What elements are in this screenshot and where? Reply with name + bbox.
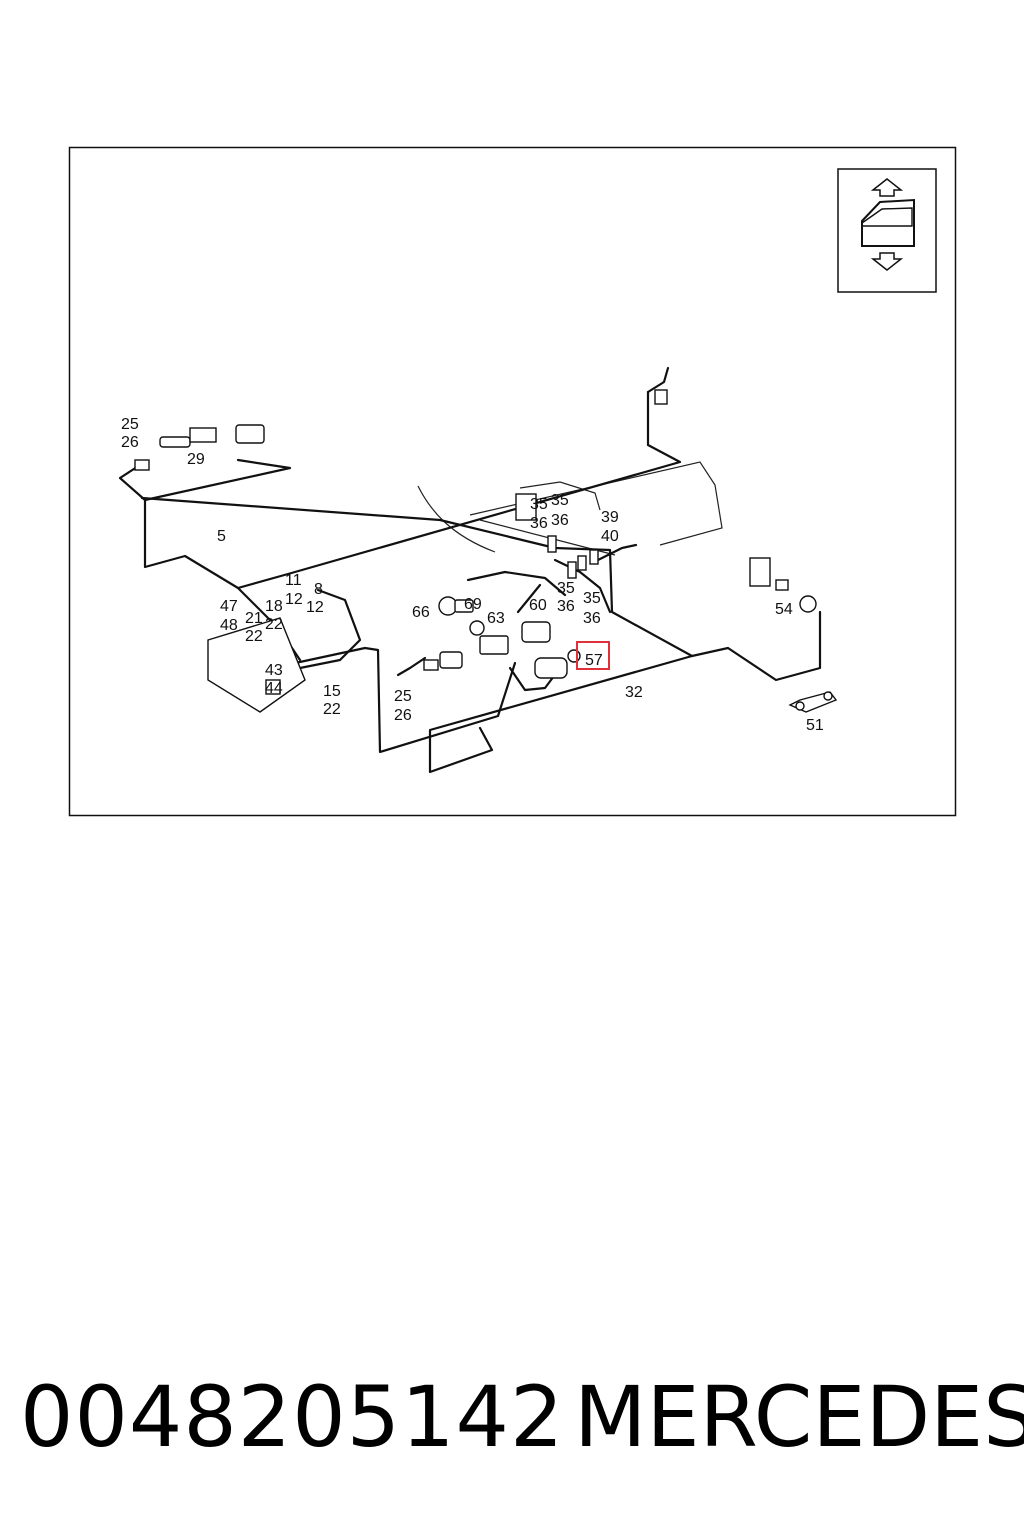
callout-25: 25	[394, 688, 412, 705]
callout-12: 12	[285, 591, 303, 608]
callout-35: 35	[557, 580, 575, 597]
callout-39: 39	[601, 509, 619, 526]
callout-69: 69	[464, 596, 482, 613]
callout-29: 29	[187, 451, 205, 468]
callout-26: 26	[121, 434, 139, 451]
callout-12: 12	[306, 599, 324, 616]
callout-15: 15	[323, 683, 341, 700]
door-view-icon	[837, 168, 937, 293]
part-number: 0048205142	[20, 1368, 565, 1466]
callout-11: 11	[285, 572, 302, 589]
callout-35: 35	[583, 590, 601, 607]
callout-35: 35	[530, 496, 548, 513]
callout-26: 26	[394, 707, 412, 724]
callout-25: 25	[121, 416, 139, 433]
callout-labels: 25 26 29 5 11 12 8 12 47 48 18 21 22 22 …	[121, 416, 824, 734]
callout-60: 60	[529, 597, 547, 614]
callout-36: 36	[557, 598, 575, 615]
highlighted-callout[interactable]: 57	[576, 641, 610, 670]
callout-63: 63	[487, 610, 505, 627]
callout-8: 8	[314, 581, 323, 598]
diagram-frame	[68, 146, 957, 817]
callout-66: 66	[412, 604, 430, 621]
callout-51: 51	[806, 717, 824, 734]
callout-54: 54	[775, 601, 793, 618]
callout-35: 35	[551, 492, 569, 509]
callout-47: 47	[220, 598, 238, 615]
callout-44: 44	[265, 680, 283, 697]
callout-57: 57	[585, 652, 603, 669]
callout-36: 36	[583, 610, 601, 627]
callout-36: 36	[551, 512, 569, 529]
parts	[134, 389, 838, 713]
callout-5: 5	[217, 528, 226, 545]
callout-22: 22	[323, 701, 341, 718]
callout-40: 40	[601, 528, 619, 545]
callout-21: 21	[245, 610, 263, 627]
callout-48: 48	[220, 617, 238, 634]
highlight-box	[576, 641, 610, 670]
callout-36: 36	[530, 515, 548, 532]
callout-22: 22	[265, 616, 283, 633]
callout-32: 32	[625, 684, 643, 701]
callout-22: 22	[245, 628, 263, 645]
brand-name: MERCEDES	[574, 1368, 1024, 1466]
callout-43: 43	[265, 662, 283, 679]
wiring-harness	[118, 366, 822, 774]
callout-18: 18	[265, 598, 283, 615]
car-body-outline	[417, 461, 723, 556]
